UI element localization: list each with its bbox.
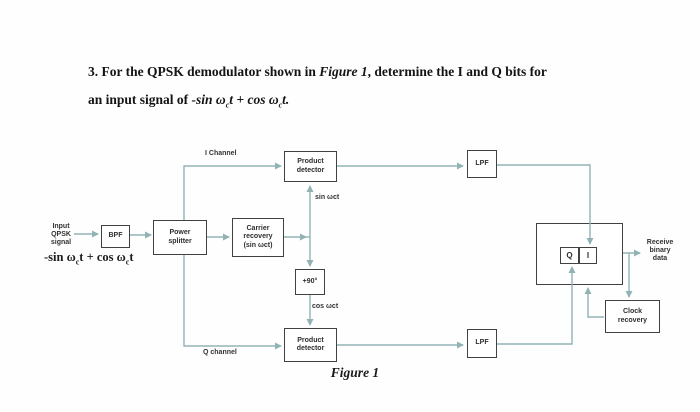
input-qpsk-signal-label: Input QPSK signal: [44, 223, 78, 247]
expr-sub: c: [278, 100, 283, 110]
expr-part: -sin ω: [191, 92, 226, 107]
receive-binary-data-label: Receive binary data: [638, 239, 682, 263]
problem-text-2: , determine the I and Q bits for: [367, 64, 547, 79]
problem-line-2: an input signal of -sin ωct + cos ωct.: [88, 86, 648, 114]
problem-statement: 3. For the QPSK demodulator shown in Fig…: [88, 58, 648, 114]
problem-line-1: 3. For the QPSK demodulator shown in Fig…: [88, 58, 648, 86]
phase-shift-90-box: +90°: [295, 269, 325, 295]
product-detector-i-box: Product detector: [284, 151, 337, 182]
sin-wct-label: sin ωct: [315, 194, 339, 202]
q-channel-label: Q channel: [203, 349, 237, 357]
input-signal-expression: -sin ωct + cos ωct.: [191, 92, 290, 110]
receive-binary-data-label-text: Receive binary data: [646, 239, 674, 263]
clock-recovery-to-register: [584, 287, 604, 318]
carrier-recovery-box: Carrier recovery (sin ωct): [232, 218, 284, 257]
register-q-cell-label: Q: [566, 250, 573, 260]
problem-text-1: 3. For the QPSK demodulator shown in: [88, 64, 320, 79]
product-detector-q-box: Product detector: [284, 328, 337, 362]
i-channel-label: I Channel: [205, 150, 237, 158]
lpf-q-box-label: LPF: [475, 339, 489, 347]
sin-wct-label-text: sin ωct: [315, 194, 340, 201]
register-i-cell: I: [579, 247, 597, 264]
formula-sub: c: [75, 257, 80, 267]
input-signal-formula: -sin ωct + cos ωct: [44, 250, 134, 267]
power-splitter-box: Power splitter: [153, 220, 207, 255]
q-channel-label-text: Q channel: [203, 349, 237, 356]
clock-recovery-box-label: Clock recovery: [617, 308, 648, 324]
product-detector-q-box-label: Product detector: [296, 336, 325, 352]
formula-part: t + cos ω: [79, 250, 126, 264]
figure-caption: Figure 1: [300, 365, 410, 381]
carrier-recovery-box-label: Carrier recovery (sin ωct): [243, 224, 273, 249]
lpf-i-box-label: LPF: [475, 159, 489, 167]
formula-sub: c: [125, 257, 130, 267]
cos-wct-label: cos ωct: [312, 303, 338, 311]
splitter-to-i-detector: [183, 162, 282, 220]
formula-part: t: [129, 250, 134, 264]
cos-wct-label-text: cos ωct: [312, 303, 339, 310]
lpf-q-box: LPF: [467, 329, 497, 358]
product-detector-i-box-label: Product detector: [296, 158, 325, 174]
bpf-box-label: BPF: [108, 232, 123, 240]
lpf-i-box: LPF: [467, 150, 497, 178]
expr-sub: c: [225, 100, 230, 110]
splitter-to-q-detector: [183, 255, 282, 350]
i-channel-label-text: I Channel: [205, 150, 237, 157]
clock-recovery-box: Clock recovery: [605, 300, 660, 333]
input-qpsk-signal-label-text: Input QPSK signal: [50, 223, 72, 247]
power-splitter-box-label: Power splitter: [168, 229, 192, 245]
register-i-cell-label: I: [586, 250, 590, 260]
bpf-box: BPF: [101, 225, 130, 248]
expr-part: t + cos ω: [229, 92, 279, 107]
expr-part: t.: [282, 92, 290, 107]
figure-reference: Figure 1: [319, 64, 368, 79]
formula-part: -sin ω: [44, 250, 76, 264]
phase-shift-90-box-label: +90°: [302, 277, 318, 285]
figure-caption-text: Figure 1: [330, 365, 380, 380]
problem-text-3: an input signal of: [88, 92, 192, 107]
register-q-cell: Q: [560, 247, 579, 264]
